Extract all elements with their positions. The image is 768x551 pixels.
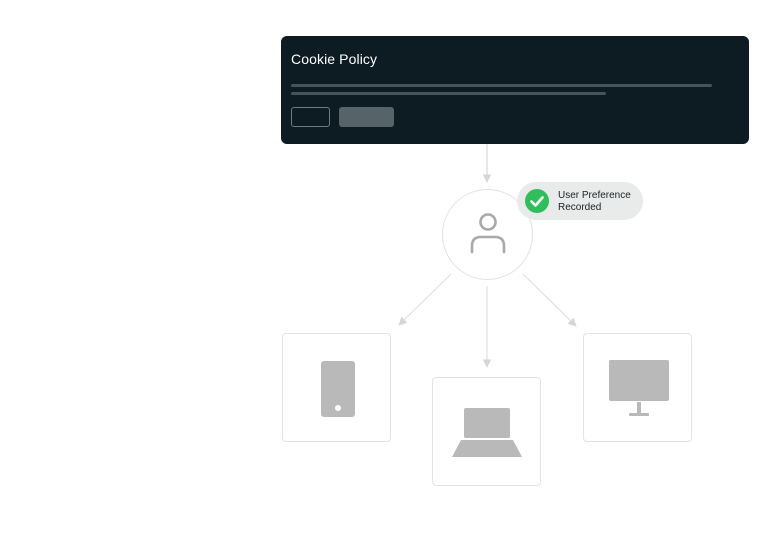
banner-text-placeholder xyxy=(291,92,606,95)
check-circle-icon xyxy=(525,189,549,213)
laptop-icon xyxy=(452,408,522,457)
arrow-user-to-phone xyxy=(398,273,452,326)
device-card-phone xyxy=(282,333,391,442)
user-icon xyxy=(470,213,506,254)
arrow-user-to-desktop xyxy=(522,273,577,327)
accept-button[interactable] xyxy=(339,107,394,127)
device-card-desktop xyxy=(583,333,692,442)
device-card-laptop xyxy=(432,377,541,486)
user-preference-text: User Preference Recorded xyxy=(558,190,631,213)
cookie-policy-title: Cookie Policy xyxy=(291,51,378,67)
decline-button[interactable] xyxy=(291,107,330,127)
smartphone-icon xyxy=(321,361,355,417)
cookie-policy-banner: Cookie Policy xyxy=(281,36,749,144)
user-preference-badge: User Preference Recorded xyxy=(517,182,643,220)
desktop-monitor-icon xyxy=(609,360,669,416)
banner-text-placeholder xyxy=(291,84,712,87)
